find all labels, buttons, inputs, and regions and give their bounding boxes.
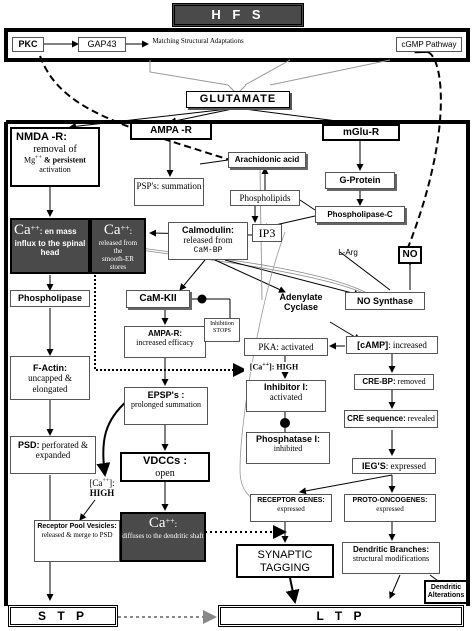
- gap43-box: GAP43: [78, 37, 126, 52]
- glutamate-banner: GLUTAMATE: [186, 91, 290, 108]
- epsp-box: EPSP's : prolonged summation: [124, 387, 208, 425]
- vdccs-box: VDCCs : open: [120, 452, 210, 482]
- hfs-frame: [4, 28, 470, 62]
- l-arg-label: L-Arg: [338, 248, 358, 257]
- nmda-line3: Mg++ & persistent: [24, 155, 86, 165]
- arachidonic-acid-box: Arachidonic acid: [228, 152, 306, 168]
- ca-high-left-label: [Ca++]: HIGH: [89, 478, 115, 499]
- adenylate-cyclase-label: Adenylate Cyclase: [279, 292, 323, 313]
- nmda-receptor-box: NMDA -R: removal of Mg++ & persistent ac…: [10, 127, 100, 187]
- cam-kii-box: CaM-KII: [126, 290, 190, 308]
- calcium-influx-box: Ca++: en mass influx to the spinal head: [10, 218, 90, 274]
- ca-high-right-label: [Ca++]: HIGH: [244, 362, 304, 372]
- ampa-receptor-box: AMPA -R: [130, 122, 212, 140]
- dendritic-alterations-box: Dendritic Alterations: [424, 580, 468, 604]
- phospholipids-box: Phospholipids: [230, 190, 300, 206]
- ip3-box: IP3: [252, 224, 282, 242]
- phosphatase-i-box: Phosphatase I: inhibited: [246, 432, 330, 464]
- receptor-genes-box: RECEPTOR GENES: expressed: [250, 494, 332, 522]
- cre-bp-box: CRE-BP: removed: [354, 374, 434, 390]
- nmda-line2: removal of: [33, 143, 77, 155]
- calmodulin-box: Calmodulin: released from CaM-BP: [168, 222, 248, 260]
- synaptic-tagging-box: SYNAPTIC TAGGING: [236, 544, 334, 578]
- phospholipase-c-box: Phospholipase-C: [315, 206, 405, 223]
- stp-banner: S T P: [8, 605, 118, 627]
- no-box: NO: [398, 246, 422, 264]
- inhibitor-i-box: Inhibitor I: activated: [246, 380, 326, 412]
- inhibition-stops-box: Inhibition STOPS: [204, 318, 240, 342]
- phospholipase-box: Phospholipase: [10, 290, 90, 307]
- mglu-receptor-box: mGlu-R: [322, 124, 400, 141]
- proto-oncogenes-box: PROTO-ONCOGENES: expressed: [344, 494, 436, 522]
- matching-adaptations-label: Matching Structural Adaptations: [152, 37, 244, 45]
- cre-sequence-box: CRE sequence: revealed: [344, 410, 438, 428]
- psd-box: PSD: perforated & expanded: [10, 436, 96, 474]
- ampa-r-efficacy-box: AMPA-R: increased efficacy: [124, 326, 206, 358]
- f-actin-box: F-Actin: uncapped & elongated: [10, 356, 90, 400]
- pka-box: PKA: activated: [244, 338, 328, 356]
- nmda-line4: activation: [39, 164, 71, 174]
- calcium-released-box: Ca++: released from the smooth-ER stores: [90, 218, 146, 274]
- iegs-box: IEG'S: expressed: [352, 458, 436, 474]
- pkc-box: PKC: [12, 37, 44, 52]
- camp-box: [cAMP]: increased: [346, 336, 438, 354]
- calcium-diffuses-box: Ca++: diffuses to the dendritic shaft: [120, 512, 206, 562]
- hfs-banner: H F S: [172, 3, 304, 27]
- cgmp-pathway-box: cGMP Pathway: [396, 37, 462, 52]
- ltp-banner: L T P: [218, 605, 464, 627]
- receptor-pool-box: Receptor Pool Vesicles: released & merge…: [34, 520, 120, 562]
- nmda-title: NMDA -R:: [16, 131, 67, 143]
- dendritic-branches-box: Dendritic Branches: structural modificat…: [342, 542, 440, 574]
- no-synthase-box: NO Synthase: [345, 292, 425, 310]
- psp-summation-box: PSP's: summation: [134, 178, 204, 206]
- g-protein-box: G-Protein: [325, 172, 395, 189]
